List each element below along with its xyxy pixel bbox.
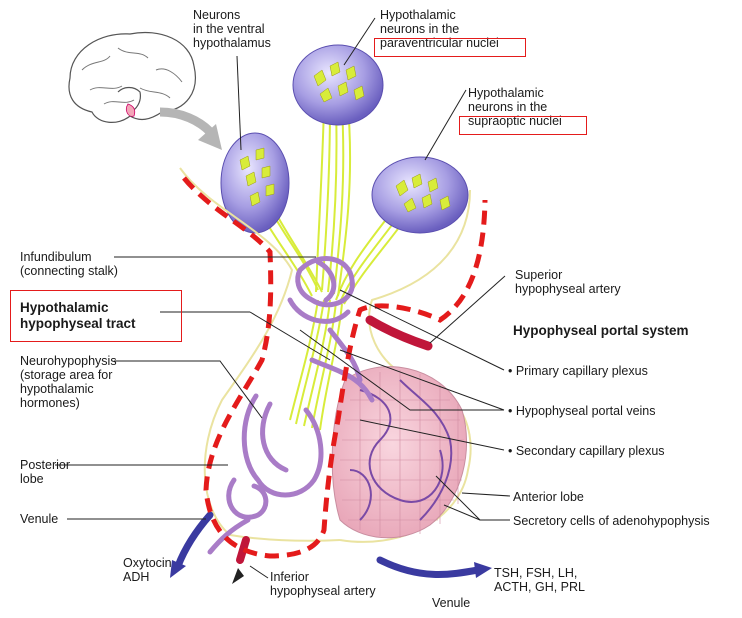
secretory-cells-label: Secretory cells of adenohypophysis bbox=[513, 514, 710, 528]
venule-left-label: Venule bbox=[20, 512, 58, 526]
brain-thumbnail-icon bbox=[69, 32, 195, 122]
supraoptic-nucleus bbox=[372, 157, 468, 233]
ventral-neurons-line-3: hypothalamus bbox=[193, 36, 271, 50]
superior-artery bbox=[370, 320, 428, 346]
ventral-hypothalamus-nucleus bbox=[221, 133, 289, 233]
portal-system-heading: Hypophyseal portal system bbox=[513, 323, 689, 339]
neurohypophysis-line-3: hypothalamic bbox=[20, 382, 117, 396]
anterior-lobe-tissue bbox=[332, 367, 466, 538]
venule-bottom-arrow-icon bbox=[474, 562, 492, 578]
hormones-out-line-1: TSH, FSH, LH, bbox=[494, 566, 585, 580]
hormones-out-line-2: ACTH, GH, PRL bbox=[494, 580, 585, 594]
hypothalamic-tract-line-2: hypophyseal tract bbox=[20, 316, 136, 332]
venule-bottom-label: Venule bbox=[432, 596, 470, 610]
posterior-lobe-line-1: Posterior bbox=[20, 458, 70, 472]
pointer-arrow-icon bbox=[160, 112, 222, 150]
hypothalamic-tract-label: Hypothalamic hypophyseal tract bbox=[20, 300, 136, 332]
ventral-neurons-label: Neurons in the ventral hypothalamus bbox=[193, 8, 271, 50]
paraventricular-line-1: Hypothalamic bbox=[380, 8, 499, 22]
ventral-neurons-line-2: in the ventral bbox=[193, 22, 271, 36]
anterior-lobe-label: Anterior lobe bbox=[513, 490, 584, 504]
inferior-artery-label: Inferior hypophyseal artery bbox=[270, 570, 376, 598]
inferior-artery-line-1: Inferior bbox=[270, 570, 376, 584]
neurohypophysis-line-1: Neurohypophysis bbox=[20, 354, 117, 368]
supraoptic-highlight-box bbox=[459, 116, 587, 135]
infundibulum-line-1: Infundibulum bbox=[20, 250, 118, 264]
neurohypophysis-label: Neurohypophysis (storage area for hypoth… bbox=[20, 354, 117, 410]
neurohypophysis-line-2: (storage area for bbox=[20, 368, 117, 382]
venule-bottom-vessel bbox=[380, 560, 478, 574]
oxytocin-line-2: ADH bbox=[123, 570, 172, 584]
paraventricular-highlight-box bbox=[374, 38, 526, 57]
ventral-neurons-line-1: Neurons bbox=[193, 8, 271, 22]
superior-artery-line-2: hypophyseal artery bbox=[515, 282, 621, 296]
supraoptic-line-1: Hypothalamic bbox=[468, 86, 562, 100]
paraventricular-nucleus bbox=[293, 45, 383, 125]
supraoptic-line-2: neurons in the bbox=[468, 100, 562, 114]
superior-artery-label: Superior hypophyseal artery bbox=[515, 268, 621, 296]
neurohypophysis-line-4: hormones) bbox=[20, 396, 117, 410]
posterior-lobe-line-2: lobe bbox=[20, 472, 70, 486]
primary-plexus-label: • Primary capillary plexus bbox=[508, 364, 648, 378]
oxytocin-line-1: Oxytocin bbox=[123, 556, 172, 570]
infundibulum-line-2: (connecting stalk) bbox=[20, 264, 118, 278]
venule-left-arrow-icon bbox=[170, 560, 186, 578]
infundibulum-label: Infundibulum (connecting stalk) bbox=[20, 250, 118, 278]
inferior-artery-arrow-icon bbox=[232, 568, 244, 584]
paraventricular-line-2: neurons in the bbox=[380, 22, 499, 36]
venule-left-vessel bbox=[178, 515, 210, 566]
superior-artery-line-1: Superior bbox=[515, 268, 621, 282]
hypothalamic-tract-line-1: Hypothalamic bbox=[20, 300, 136, 316]
oxytocin-adh-label: Oxytocin ADH bbox=[123, 556, 172, 584]
inferior-artery-line-2: hypophyseal artery bbox=[270, 584, 376, 598]
hormones-out-label: TSH, FSH, LH, ACTH, GH, PRL bbox=[494, 566, 585, 594]
portal-veins-label: • Hypophyseal portal veins bbox=[508, 404, 656, 418]
posterior-lobe-label: Posterior lobe bbox=[20, 458, 70, 486]
secondary-plexus-label: • Secondary capillary plexus bbox=[508, 444, 665, 458]
